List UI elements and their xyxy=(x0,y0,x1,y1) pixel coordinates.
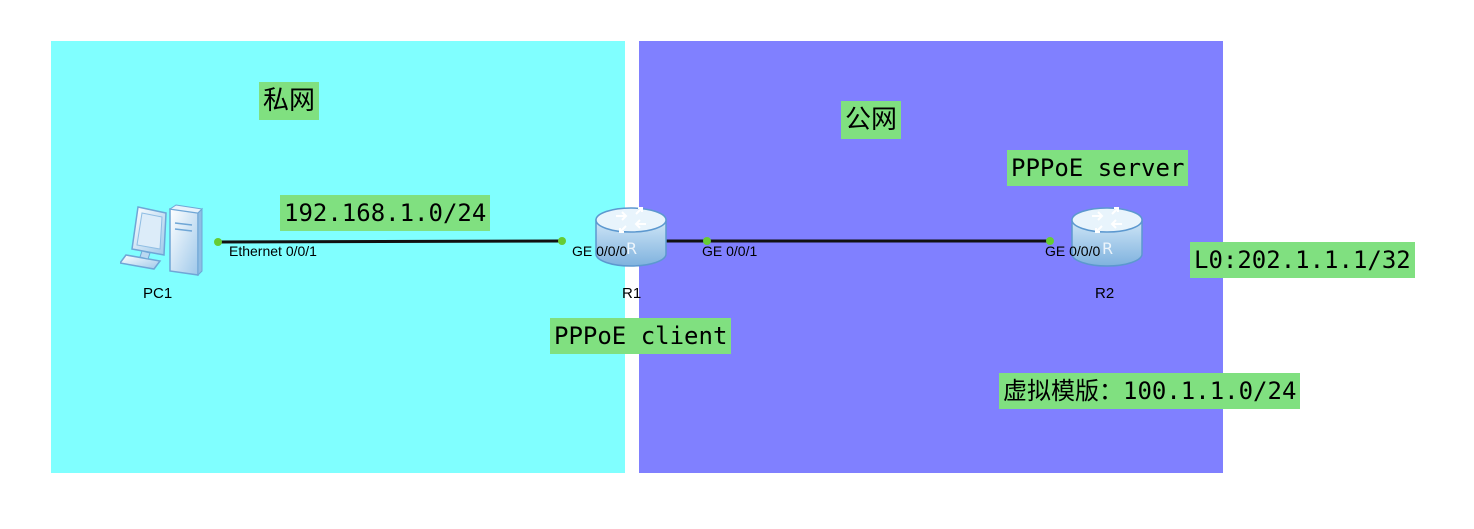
r2-device[interactable]: R xyxy=(1068,204,1146,270)
public-zone-title: 公网 xyxy=(841,101,902,139)
r1-label: R1 xyxy=(622,285,642,302)
port-dot-r2-ge000 xyxy=(1046,237,1054,245)
svg-text:R: R xyxy=(626,239,637,258)
private-zone-title: 私网 xyxy=(259,82,320,120)
port-label-r1-ge000: GE 0/0/0 xyxy=(572,243,628,259)
port-label-r1-ge001: GE 0/0/1 xyxy=(702,243,758,259)
svg-text:R: R xyxy=(1102,239,1113,258)
r1-device[interactable]: R xyxy=(592,204,670,270)
r2-label: R2 xyxy=(1095,285,1115,302)
pc-icon xyxy=(118,204,204,277)
pc1-device[interactable] xyxy=(118,203,206,279)
router-icon: R xyxy=(1071,207,1143,267)
port-dot-r1-ge000 xyxy=(558,237,566,245)
link-pc1-r1 xyxy=(217,239,563,244)
virtual-template-label: 虚拟模版：100.1.1.0/24 xyxy=(999,373,1301,409)
router-icon: R xyxy=(595,207,667,267)
port-dot-r1-ge001 xyxy=(703,237,711,245)
pc1-label: PC1 xyxy=(143,285,173,302)
pppoe-client-label: PPPoE client xyxy=(550,318,732,354)
pppoe-server-label: PPPoE server xyxy=(1007,150,1189,186)
loopback-label: L0:202.1.1.1/32 xyxy=(1190,242,1415,278)
port-label-r2-ge000: GE 0/0/0 xyxy=(1045,243,1101,259)
private-subnet-label: 192.168.1.0/24 xyxy=(280,195,491,231)
port-label-pc1-eth: Ethernet 0/0/1 xyxy=(229,243,317,259)
port-dot-pc1-eth xyxy=(214,238,222,246)
